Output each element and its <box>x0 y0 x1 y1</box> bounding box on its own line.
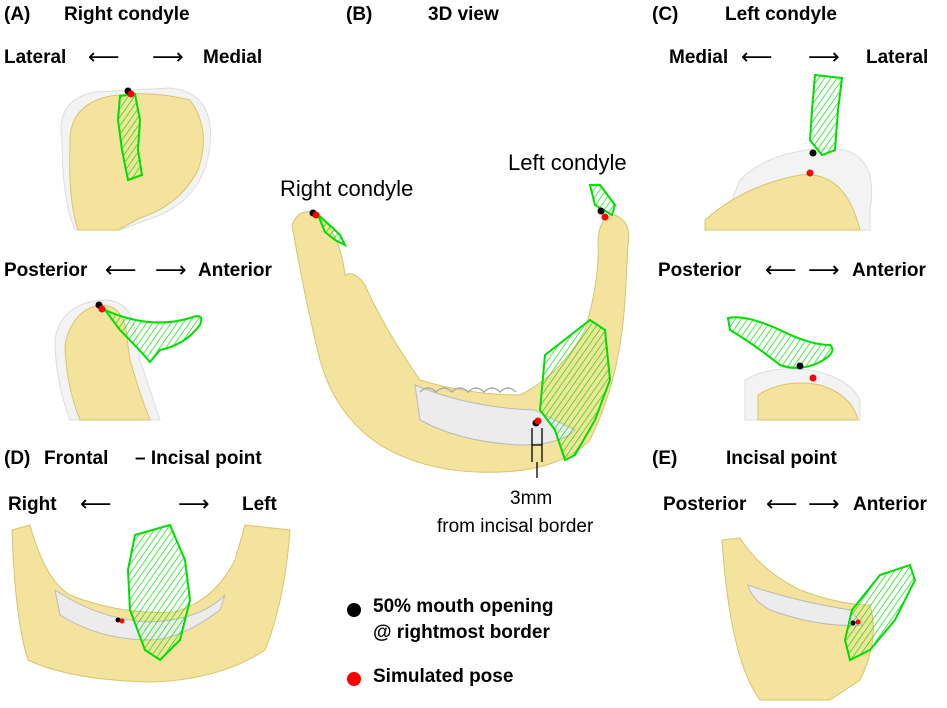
arrow-right-icon: ⟶ <box>152 44 184 69</box>
legend-black-dot-icon <box>347 603 361 617</box>
arrow-left-icon: ⟵ <box>88 44 120 69</box>
marker-red <box>806 169 814 177</box>
panel-c-dir-anterior: Anterior <box>852 260 926 281</box>
legend-label-simulated: Simulated pose <box>373 666 514 687</box>
marker-red <box>119 618 125 624</box>
measure-bracket <box>531 428 543 478</box>
marker-black <box>796 362 804 370</box>
marker-red <box>601 213 609 221</box>
marker-black <box>597 207 605 215</box>
panel-d-subtitle: – Incisal point <box>135 448 262 469</box>
panel-c-dir-lateral: Lateral <box>866 47 929 68</box>
marker-black <box>850 620 856 626</box>
marker-red <box>127 90 135 98</box>
arrow-right-icon: ⟶ <box>808 257 840 282</box>
panel-b-measure: 3mm <box>510 488 553 509</box>
panel-e-dir-anterior: Anterior <box>853 494 927 515</box>
arrow-left-icon: ⟵ <box>766 491 798 516</box>
arrow-right-icon: ⟶ <box>808 491 840 516</box>
marker-red <box>809 374 817 382</box>
marker-red <box>855 619 861 625</box>
panel-b-measure-note: from incisal border <box>437 516 594 537</box>
panel-a-dir-medial: Medial <box>203 47 263 68</box>
marker-black <box>809 149 817 157</box>
legend-label-opening: 50% mouth opening <box>373 596 554 617</box>
panel-c-bottom-condyle <box>726 316 861 421</box>
panel-d-dir-right: Right <box>8 494 57 515</box>
arrow-right-icon: ⟶ <box>155 257 187 282</box>
panel-a-top-condyle <box>60 87 211 231</box>
panel-d-label: (D) <box>4 448 31 469</box>
panel-e-mandible <box>721 537 917 701</box>
arrow-left-icon: ⟵ <box>741 44 773 69</box>
panel-b-right-condyle-label: Right condyle <box>280 176 414 201</box>
panel-c-top-condyle <box>704 73 873 231</box>
arrow-right-icon: ⟶ <box>808 44 840 69</box>
arrow-left-icon: ⟵ <box>105 257 137 282</box>
arrow-left-icon: ⟵ <box>80 491 112 516</box>
panel-a-dir-lateral: Lateral <box>4 47 67 68</box>
marker-red <box>312 211 320 219</box>
panel-b-label: (B) <box>346 4 373 25</box>
panel-d-mandible <box>11 523 291 683</box>
arrow-right-icon: ⟶ <box>178 491 210 516</box>
panel-e-dir-posterior: Posterior <box>663 494 747 515</box>
marker-red <box>98 305 106 313</box>
panel-e-label: (E) <box>652 448 678 469</box>
panel-b-mandible <box>291 184 630 478</box>
panel-a-label: (A) <box>4 4 31 25</box>
panel-c-label: (C) <box>652 4 679 25</box>
panel-e-title: Incisal point <box>726 448 837 469</box>
legend-red-dot-icon <box>347 672 361 686</box>
marker-black <box>115 617 121 623</box>
panel-a-dir-anterior: Anterior <box>198 260 272 281</box>
marker-red <box>534 417 542 425</box>
panel-a-dir-posterior: Posterior <box>4 260 88 281</box>
panel-c-dir-posterior: Posterior <box>658 260 742 281</box>
panel-d-title: Frontal <box>44 448 109 469</box>
arrow-left-icon: ⟵ <box>765 257 797 282</box>
panel-c-dir-medial: Medial <box>669 47 729 68</box>
panel-c-title: Left condyle <box>725 4 837 25</box>
panel-d-dir-left: Left <box>242 494 277 515</box>
legend-label-opening-2: @ rightmost border <box>373 622 550 643</box>
panel-a-bottom-condyle <box>54 299 203 421</box>
legend: 50% mouth opening @ rightmost border Sim… <box>340 590 610 700</box>
panel-b-title: 3D view <box>428 4 499 25</box>
panel-b-left-condyle-label: Left condyle <box>508 150 627 175</box>
panel-a-title: Right condyle <box>64 4 190 25</box>
